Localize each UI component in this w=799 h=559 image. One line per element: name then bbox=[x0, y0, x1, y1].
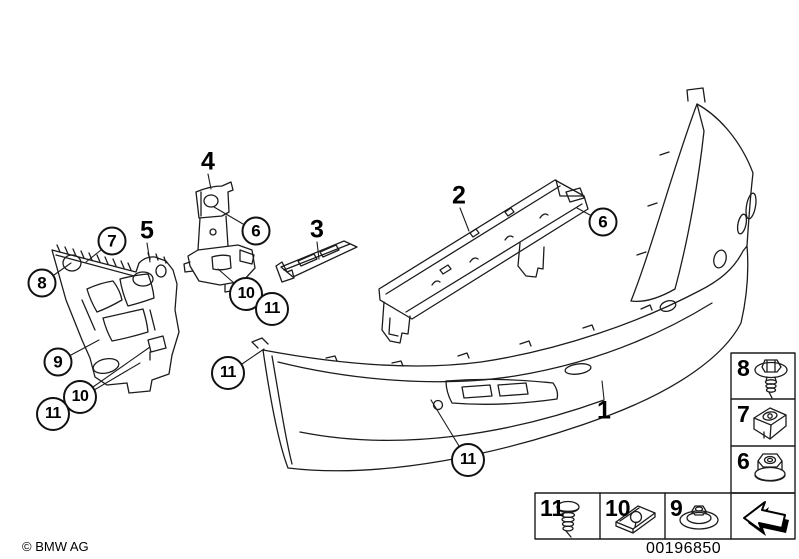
part-label-3[interactable]: 3 bbox=[310, 215, 324, 244]
copyright-notice: © BMW AG bbox=[22, 539, 89, 554]
tapping-screw-icon bbox=[556, 500, 580, 538]
legend-box-screw-with-washer[interactable] bbox=[731, 353, 795, 399]
legend-label-7: 7 bbox=[737, 401, 750, 427]
part-label-1[interactable]: 1 bbox=[597, 396, 611, 425]
legend-box-grommet-nut[interactable] bbox=[665, 493, 731, 539]
callout-11[interactable]: 11 bbox=[451, 443, 485, 477]
callout-9[interactable]: 9 bbox=[43, 347, 73, 377]
callout-11[interactable]: 11 bbox=[36, 397, 70, 431]
part-1-bumper-trim bbox=[251, 87, 757, 472]
part-label-4[interactable]: 4 bbox=[201, 147, 215, 176]
callout-6[interactable]: 6 bbox=[241, 216, 271, 246]
callout-8[interactable]: 8 bbox=[27, 268, 57, 298]
legend-grid bbox=[534, 352, 796, 540]
flange-nut-icon bbox=[754, 453, 786, 482]
legend-label-6: 6 bbox=[737, 448, 750, 474]
expansion-rivet-icon bbox=[753, 407, 787, 440]
speed-nut-icon bbox=[615, 505, 656, 534]
part-label-2[interactable]: 2 bbox=[452, 181, 466, 210]
part-2-carrier bbox=[378, 179, 589, 344]
prev-page-button[interactable] bbox=[731, 493, 795, 539]
legend-label-11: 11 bbox=[540, 495, 565, 521]
callout-7[interactable]: 7 bbox=[97, 226, 127, 256]
legend-box-flange-nut[interactable] bbox=[731, 446, 795, 493]
callout-11[interactable]: 11 bbox=[211, 356, 245, 390]
part-label-5[interactable]: 5 bbox=[140, 216, 154, 245]
screw-with-washer-icon bbox=[754, 359, 788, 399]
legend-label-10: 10 bbox=[605, 495, 631, 521]
legend-box-tapping-screw[interactable] bbox=[535, 493, 600, 539]
grommet-nut-icon bbox=[679, 505, 719, 530]
diagram-part-number: 00196850 bbox=[646, 540, 722, 557]
callout-6[interactable]: 6 bbox=[588, 207, 618, 237]
part-3-rail bbox=[275, 240, 358, 283]
prev-page-arrow-icon bbox=[743, 501, 789, 536]
legend-label-8: 8 bbox=[737, 355, 750, 381]
legend-box-expansion-rivet[interactable] bbox=[731, 399, 795, 446]
legend-label-9: 9 bbox=[670, 495, 683, 521]
callout-10[interactable]: 10 bbox=[63, 380, 97, 414]
legend-box-speed-nut[interactable] bbox=[600, 493, 665, 539]
callout-11[interactable]: 11 bbox=[255, 292, 289, 326]
